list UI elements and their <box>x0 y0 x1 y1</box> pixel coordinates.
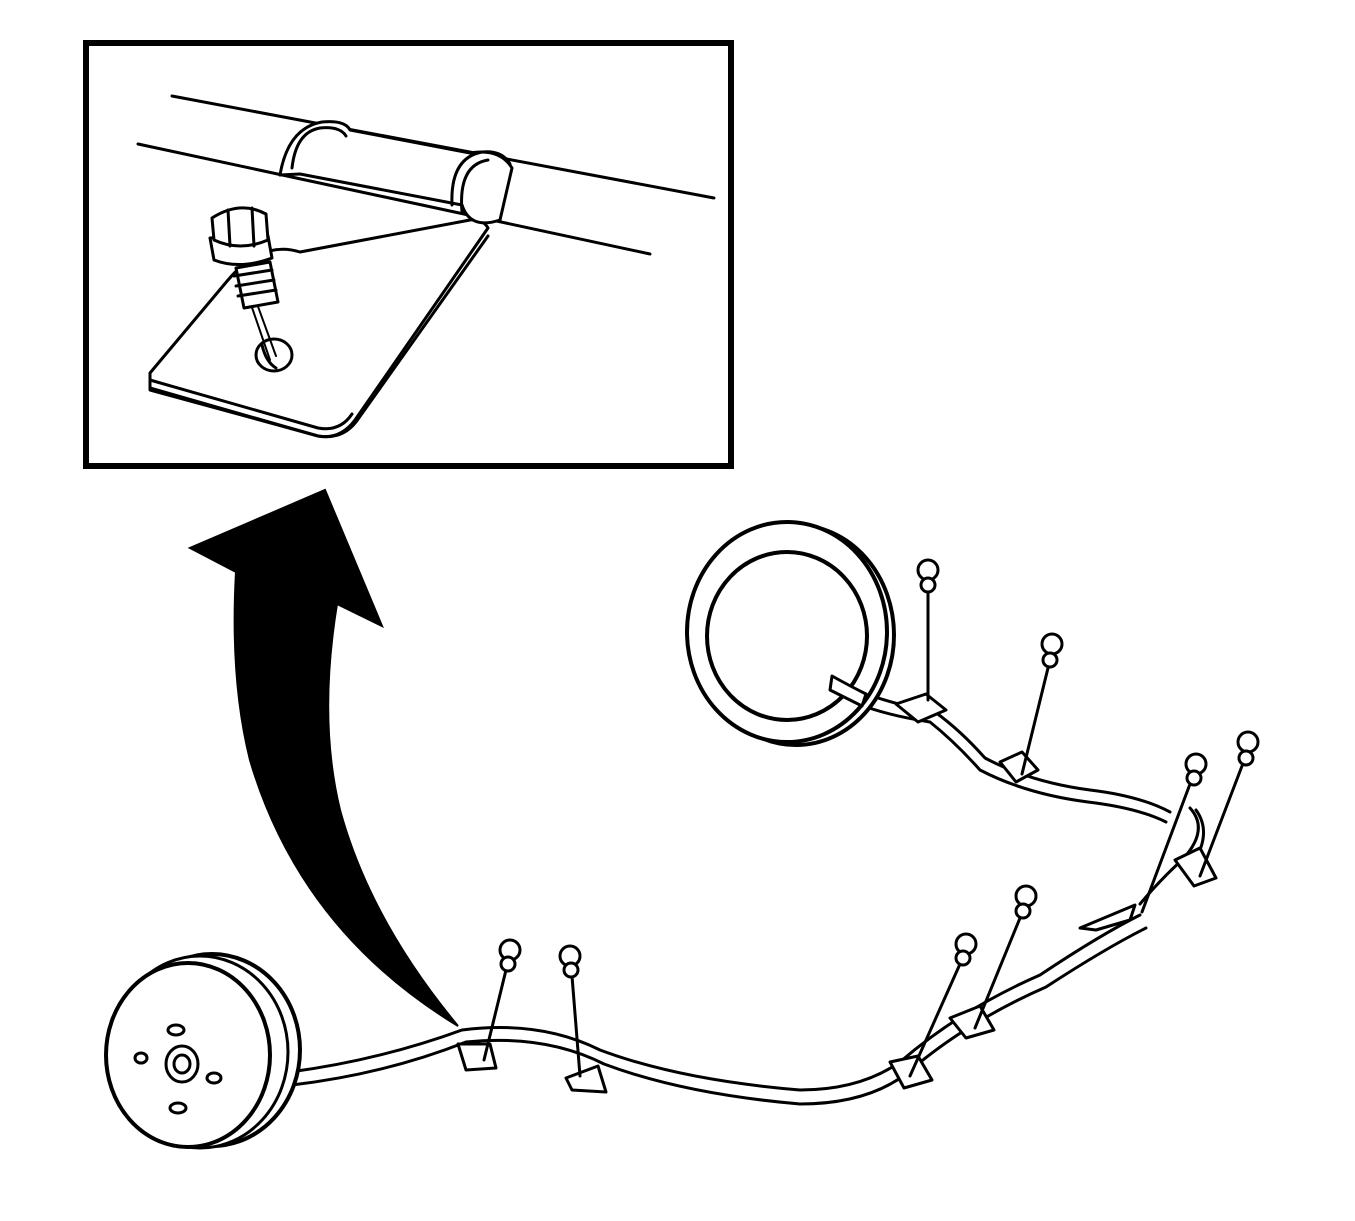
curved-arrow-icon <box>187 488 459 1027</box>
bolt-icon <box>558 944 582 1078</box>
cable-clamp <box>278 120 514 225</box>
bolt-icon <box>916 558 940 702</box>
bolt-icon <box>208 206 280 361</box>
brake-backing-plate-icon <box>685 520 896 747</box>
bolt-icon <box>482 938 522 1062</box>
cable-clips <box>456 692 1218 1094</box>
bolts <box>482 558 1260 1078</box>
bolt-icon <box>1020 632 1064 776</box>
bolt-icon <box>1140 752 1208 914</box>
bolt-icon <box>973 884 1038 1030</box>
bolt-icon <box>908 932 978 1078</box>
lug-studs <box>133 1023 223 1115</box>
bolt-icon <box>1198 730 1260 878</box>
brake-drum-icon <box>104 952 302 1150</box>
brake-cable <box>288 678 1205 1106</box>
detail-inset <box>83 40 734 469</box>
